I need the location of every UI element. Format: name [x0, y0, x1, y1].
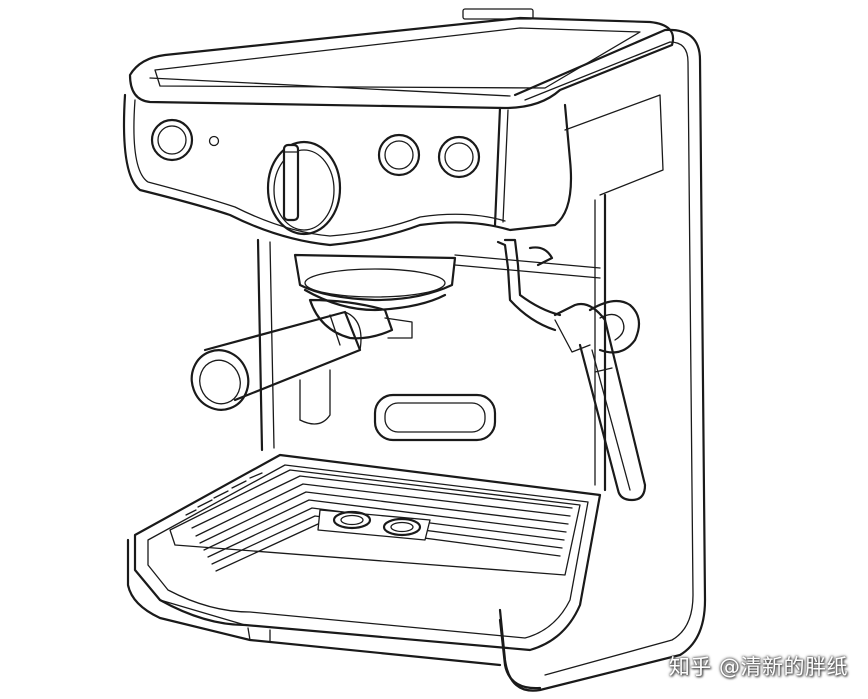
selector-dial: [266, 140, 342, 236]
steam-wand: [496, 238, 647, 502]
control-panel: [122, 93, 573, 247]
right-button-2: [437, 135, 481, 179]
drip-tray: [126, 453, 602, 667]
left-button: [150, 118, 194, 162]
base-edge: [498, 618, 542, 690]
group-head: [293, 253, 457, 312]
right-side-panel: [498, 28, 707, 692]
water-level-window: [373, 393, 497, 442]
brew-area-back: [256, 193, 607, 492]
watermark-text: 知乎 @清新的胖纸: [668, 655, 848, 679]
top-lid: [128, 8, 675, 110]
drip-tray-grate: [185, 472, 573, 572]
portafilter: [190, 298, 413, 411]
indicator-light: [208, 135, 220, 147]
right-button-1: [377, 133, 421, 177]
drain-holes: [317, 509, 431, 541]
